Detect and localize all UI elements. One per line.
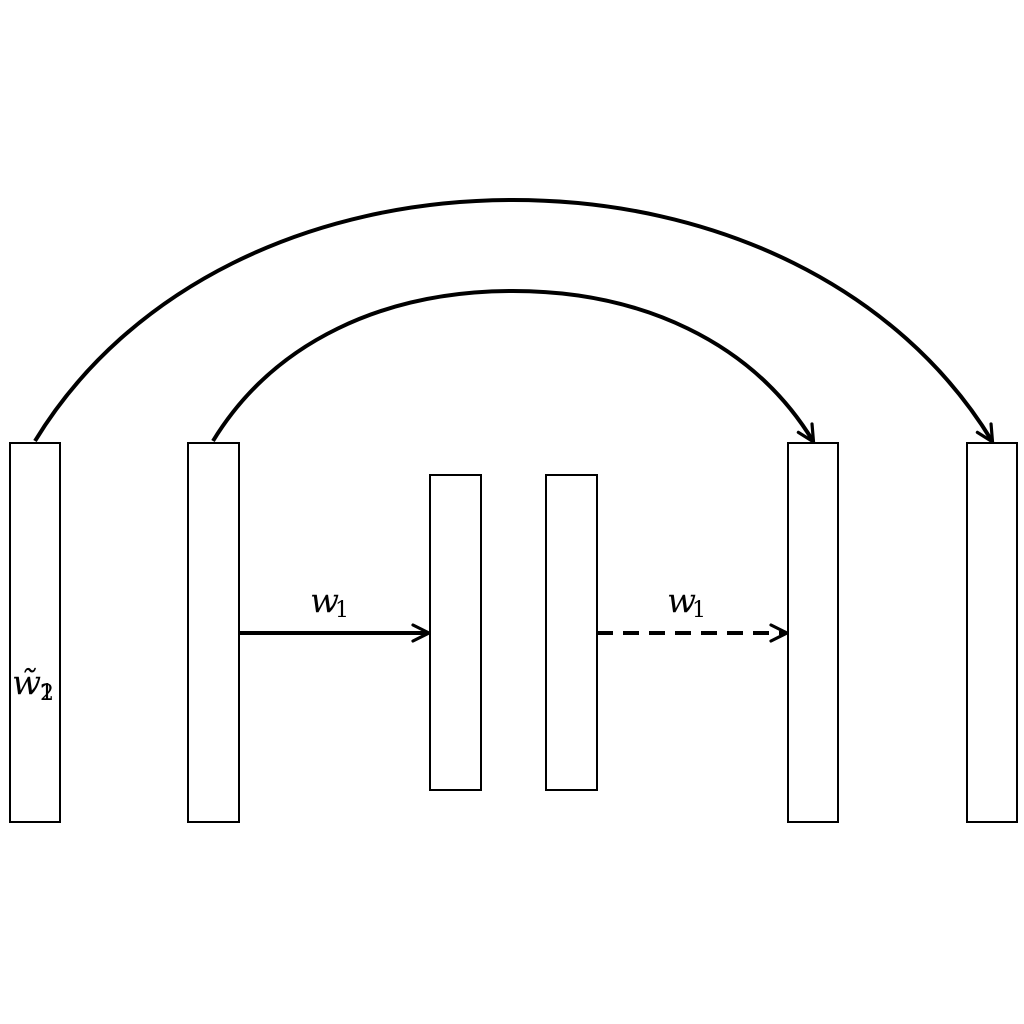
left-block-label: w̃ 1 [12,663,54,706]
dashed-arrow-label-base: w [667,581,696,621]
outer-skip-arc [33,197,995,444]
dashed-arrow-label-sub: 1 [692,598,706,623]
solid-arrow-label-base: w [310,581,339,621]
block-4 [545,474,598,791]
block-5 [787,442,839,823]
block-3 [429,474,482,791]
block-2 [187,442,240,823]
left-block-label-overlay: 2 [40,681,54,706]
inner-skip-arc [211,288,816,444]
left-block-label-sub-a: 1 [40,681,54,706]
block-6 [966,442,1018,823]
left-block-label-base: w̃ [12,663,41,703]
left-block-label-sub-b: 2 [40,681,54,706]
block-1 [9,442,61,823]
solid-arrow-label: w 1 [310,581,349,623]
dashed-arrow-label: w 1 [667,581,706,623]
solid-arrow-label-sub: 1 [335,598,349,623]
